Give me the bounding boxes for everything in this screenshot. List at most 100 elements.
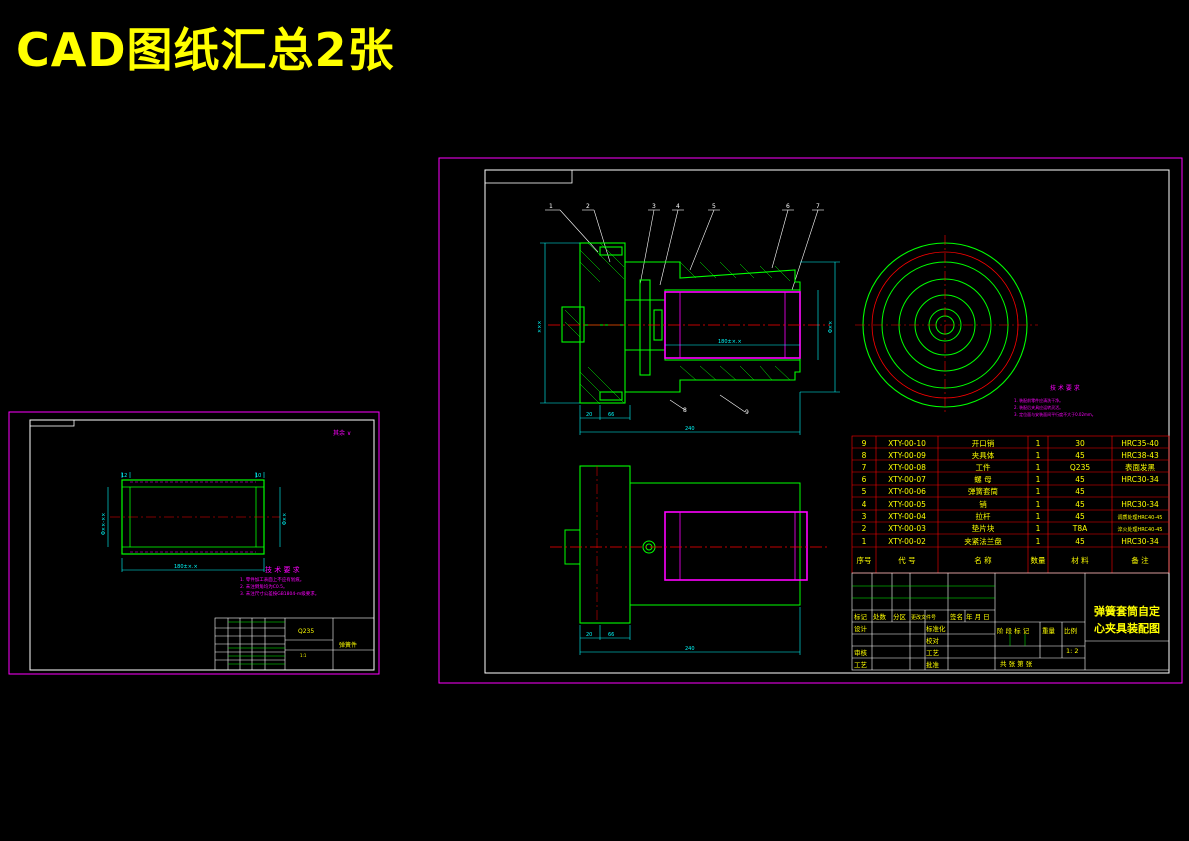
bom-remark: HRC30-34 xyxy=(1121,475,1159,484)
sheet1-code-box xyxy=(29,419,75,427)
bom-remark: 表面发黑 xyxy=(1125,462,1155,472)
bom-name: 螺 母 xyxy=(974,474,992,484)
bom-no: 7 xyxy=(862,463,867,472)
bom-header-remark: 备 注 xyxy=(1131,555,1149,565)
dim-bottom-1: 20 xyxy=(586,412,592,418)
bom-name: 夹具体 xyxy=(972,450,995,460)
bom-name: 工件 xyxy=(976,462,991,472)
bom-material: 45 xyxy=(1075,451,1085,460)
bom-header-qty: 数量 xyxy=(1031,555,1047,565)
bom-material: Q235 xyxy=(1070,463,1090,472)
bom-material: 45 xyxy=(1075,487,1085,496)
tb-sign: 签名 xyxy=(950,612,963,621)
dim-front-total: 240 xyxy=(685,646,695,652)
bom-header-no: 序号 xyxy=(857,555,872,565)
balloon-4: 4 xyxy=(676,203,680,210)
bom-code: XTY-00-10 xyxy=(888,439,926,448)
bom-qty: 1 xyxy=(1036,500,1041,509)
bom-remark: 淬火处理HRC40-45 xyxy=(1117,526,1162,533)
bom-material: 45 xyxy=(1075,512,1085,521)
sheet1-note-3: 3. 未注尺寸公差按GB1804-m级要求。 xyxy=(240,590,319,597)
tb-sheets: 共 张 第 张 xyxy=(1000,659,1033,668)
sheet1-note-2: 2. 未注倒角均为C0.5。 xyxy=(240,583,288,590)
bom-no: 1 xyxy=(862,537,867,546)
bom-header-code: 代 号 xyxy=(898,555,915,565)
bom-material: 45 xyxy=(1075,537,1085,546)
bom-qty: 1 xyxy=(1036,439,1041,448)
parts-list: 9 XTY-00-10 开口销 1 30 HRC35-40 8 XTY-00-0… xyxy=(851,435,1170,574)
tb-process: 工艺 xyxy=(854,661,868,669)
balloon-3: 3 xyxy=(652,203,656,210)
sheet2-note-3: 3. 定位面与安装面间平行度不大于0.02mm。 xyxy=(1014,411,1096,417)
dim-inner-length: 180±×.× xyxy=(718,339,742,345)
sheet2: 1 2 3 4 5 6 7 8 9 xyxy=(438,157,1183,684)
bom-code: XTY-00-04 xyxy=(888,512,926,521)
sheet2-title-block: 标记 处数 分区 更改文件号 签名 年 月 日 设计 标准化 校对 审核 工艺 … xyxy=(851,572,1170,671)
sheet2-outer-border xyxy=(438,157,1183,684)
sheet1-note-1: 1. 零件加工表面上不应有划痕。 xyxy=(240,576,304,583)
bom-qty: 1 xyxy=(1036,475,1041,484)
bom-header-material: 材 料 xyxy=(1071,555,1089,565)
tb-stage: 阶 段 标 记 xyxy=(997,626,1030,635)
front-view-dimensions xyxy=(579,607,801,655)
tb-approve: 批准 xyxy=(926,660,940,669)
tb-check: 校对 xyxy=(926,636,940,645)
bom-no: 4 xyxy=(862,500,867,509)
balloon-9: 9 xyxy=(745,409,749,416)
bom-material: 45 xyxy=(1075,500,1085,509)
sheet1-sleeve xyxy=(110,479,280,555)
tb-review: 审核 xyxy=(854,648,868,657)
bom-no: 2 xyxy=(862,524,867,533)
dim-front-2: 66 xyxy=(608,632,614,638)
tb-process-label: 工艺 xyxy=(926,649,940,657)
bom-qty: 1 xyxy=(1036,487,1041,496)
dim-right-dia: Φ×× xyxy=(828,321,834,333)
bom-name: 弹簧套筒 xyxy=(968,486,998,496)
dim-left-dia: Φ××-×× xyxy=(101,513,107,536)
balloon-1: 1 xyxy=(549,203,553,210)
bom-name: 拉杆 xyxy=(976,511,991,521)
tb-scale: 1: 2 xyxy=(1066,647,1079,655)
sheet1-notes-heading: 技 术 要 求 xyxy=(265,565,300,574)
bom-name: 销 xyxy=(979,499,987,509)
sheet2-note-2: 2. 装配后夹具应运转灵活。 xyxy=(1014,404,1063,410)
tb-standard: 标准化 xyxy=(926,624,946,633)
bom-qty: 1 xyxy=(1036,537,1041,546)
sheet2-code-box xyxy=(484,169,573,184)
sheet2-frame xyxy=(484,169,1170,674)
bom-material: 30 xyxy=(1075,439,1085,448)
bom-material: 45 xyxy=(1075,475,1085,484)
bom-code: XTY-00-07 xyxy=(888,475,926,484)
assembly-side-view xyxy=(855,235,1038,415)
dim-right-dia: Φ×× xyxy=(282,513,288,525)
balloon-2: 2 xyxy=(586,203,590,210)
bom-qty: 1 xyxy=(1036,463,1041,472)
bom-name: 夹紧法兰盘 xyxy=(964,536,1002,546)
balloon-7: 7 xyxy=(816,203,820,210)
sheet1-title-block xyxy=(214,617,375,671)
bom-code: XTY-00-06 xyxy=(888,487,926,496)
bom-remark: 调质处理HRC40-45 xyxy=(1117,514,1162,521)
section-dimensions xyxy=(540,242,840,435)
dim-top-right: 10 xyxy=(255,473,261,479)
drawing-name-line2: 心夹具装配图 xyxy=(1094,621,1160,635)
bom-remark: HRC30-34 xyxy=(1121,537,1159,546)
tb-change-doc: 更改文件号 xyxy=(911,614,936,621)
bom-no: 5 xyxy=(862,487,867,496)
bom-code: XTY-00-09 xyxy=(888,451,926,460)
bom-code: XTY-00-03 xyxy=(888,524,926,533)
dim-assembly-height: ××× xyxy=(537,320,543,333)
sheet1-material: Q235 xyxy=(298,628,314,635)
dim-top-left: 12 xyxy=(121,473,127,479)
bom-code: XTY-00-02 xyxy=(888,537,926,546)
tb-date: 年 月 日 xyxy=(966,612,990,621)
bom-remark: HRC35-40 xyxy=(1121,439,1159,448)
page-title: CAD图纸汇总2张 xyxy=(16,23,395,77)
bom-qty: 1 xyxy=(1036,451,1041,460)
tb-weight: 重量 xyxy=(1042,627,1056,635)
bom-qty: 1 xyxy=(1036,524,1041,533)
sheet1-part-name: 弹簧件 xyxy=(339,641,357,649)
bom-remark: HRC30-34 xyxy=(1121,500,1159,509)
bom-material: T8A xyxy=(1072,524,1088,533)
